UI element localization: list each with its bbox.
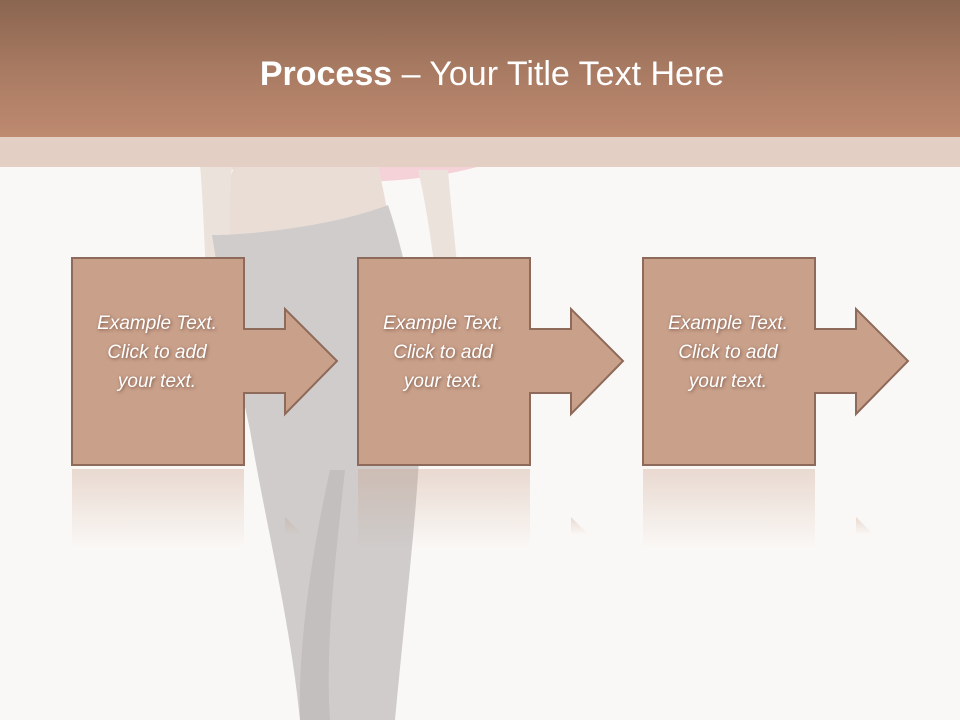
- process-step-3[interactable]: Example Text. Click to add your text.: [642, 257, 912, 549]
- step-text-line: your text.: [688, 371, 768, 392]
- process-step-1[interactable]: Example Text. Click to add your text.: [71, 257, 341, 549]
- header-strip: [0, 137, 960, 167]
- step-arrow-box-shape: [357, 257, 625, 466]
- step-text[interactable]: Example Text. Click to add your text.: [71, 309, 243, 396]
- step-text-line: your text.: [117, 371, 197, 392]
- step-text-line: Click to add: [107, 342, 207, 363]
- step-text-line: Example Text.: [668, 313, 788, 334]
- slide-title[interactable]: Process – Your Title Text Here: [0, 52, 960, 96]
- step-reflection: [642, 469, 912, 549]
- step-text[interactable]: Example Text. Click to add your text.: [357, 309, 529, 396]
- title-light-text: – Your Title Text Here: [392, 55, 725, 93]
- step-text-line: Click to add: [678, 342, 778, 363]
- step-arrow-box-shape: [642, 257, 910, 466]
- process-step-2[interactable]: Example Text. Click to add your text.: [357, 257, 627, 549]
- step-arrow-box-shape: [71, 257, 339, 466]
- step-reflection: [357, 469, 627, 549]
- step-reflection: [71, 469, 341, 549]
- step-text-line: Example Text.: [97, 313, 217, 334]
- step-text-line: your text.: [403, 371, 483, 392]
- step-text[interactable]: Example Text. Click to add your text.: [642, 309, 814, 396]
- header-band: [0, 0, 960, 137]
- step-text-line: Example Text.: [383, 313, 503, 334]
- step-text-line: Click to add: [393, 342, 493, 363]
- title-bold-text: Process: [259, 55, 393, 93]
